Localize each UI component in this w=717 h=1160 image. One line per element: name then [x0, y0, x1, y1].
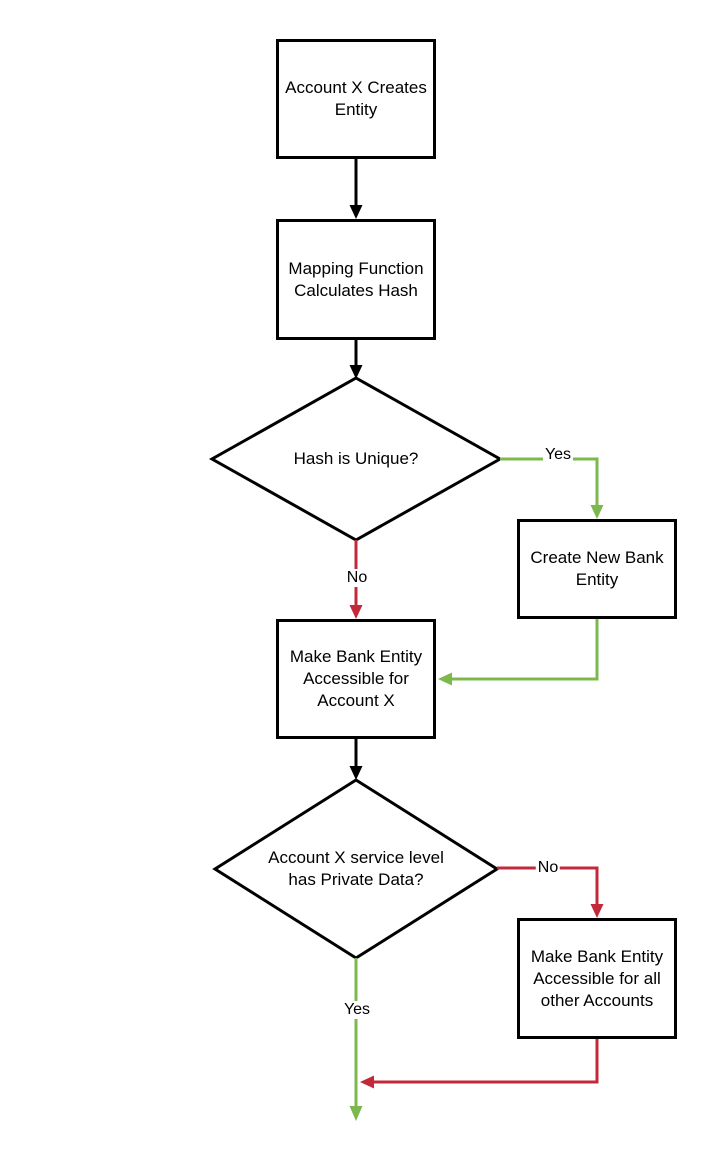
edge-private-no-line: [497, 866, 599, 905]
process-create-new-bank-entity-label: Create New Bank Entity: [530, 548, 664, 589]
edge-accessible-all-join-line: [374, 1039, 599, 1084]
edge-private-yes-arrowhead: [349, 1106, 363, 1121]
process-make-accessible-all: Make Bank Entity Accessible for all othe…: [517, 918, 677, 1039]
edge-mapping-to-hash-arrowhead: [349, 365, 363, 379]
edge-create-to-mapping-arrowhead: [349, 205, 363, 219]
process-create-new-bank-entity: Create New Bank Entity: [517, 519, 677, 619]
edge-label-hash-yes: Yes: [542, 446, 574, 464]
process-account-creates-entity-label: Account X Creates Entity: [285, 78, 427, 119]
decision-hash-unique-label: Hash is Unique?: [293, 449, 419, 468]
process-mapping-function: Mapping Function Calculates Hash: [276, 219, 436, 340]
process-mapping-function-label: Mapping Function Calculates Hash: [288, 258, 424, 300]
edge-newbank-to-accessible-line: [451, 619, 599, 681]
edge-newbank-to-accessible-arrowhead: [438, 672, 452, 686]
edge-hash-no-arrowhead: [349, 605, 363, 619]
edge-accessible-to-private-arrowhead: [349, 766, 363, 780]
edge-accessible-all-join-arrowhead: [360, 1075, 374, 1089]
edge-label-private-no: No: [535, 859, 561, 877]
edge-hash-yes-arrowhead: [590, 505, 604, 519]
process-make-accessible-account-x: Make Bank Entity Accessible for Account …: [276, 619, 436, 739]
edge-private-no-arrowhead: [590, 904, 604, 918]
process-make-accessible-all-label: Make Bank Entity Accessible for all othe…: [530, 946, 664, 1010]
process-make-accessible-account-x-label: Make Bank Entity Accessible for Account …: [289, 647, 423, 710]
process-account-creates-entity: Account X Creates Entity: [276, 39, 436, 159]
edge-label-hash-no: No: [344, 569, 370, 587]
edge-label-private-yes: Yes: [341, 1001, 373, 1019]
decision-private-data-label: Account X service level has Private Data…: [268, 848, 444, 889]
edge-hash-yes-line: [500, 457, 599, 506]
